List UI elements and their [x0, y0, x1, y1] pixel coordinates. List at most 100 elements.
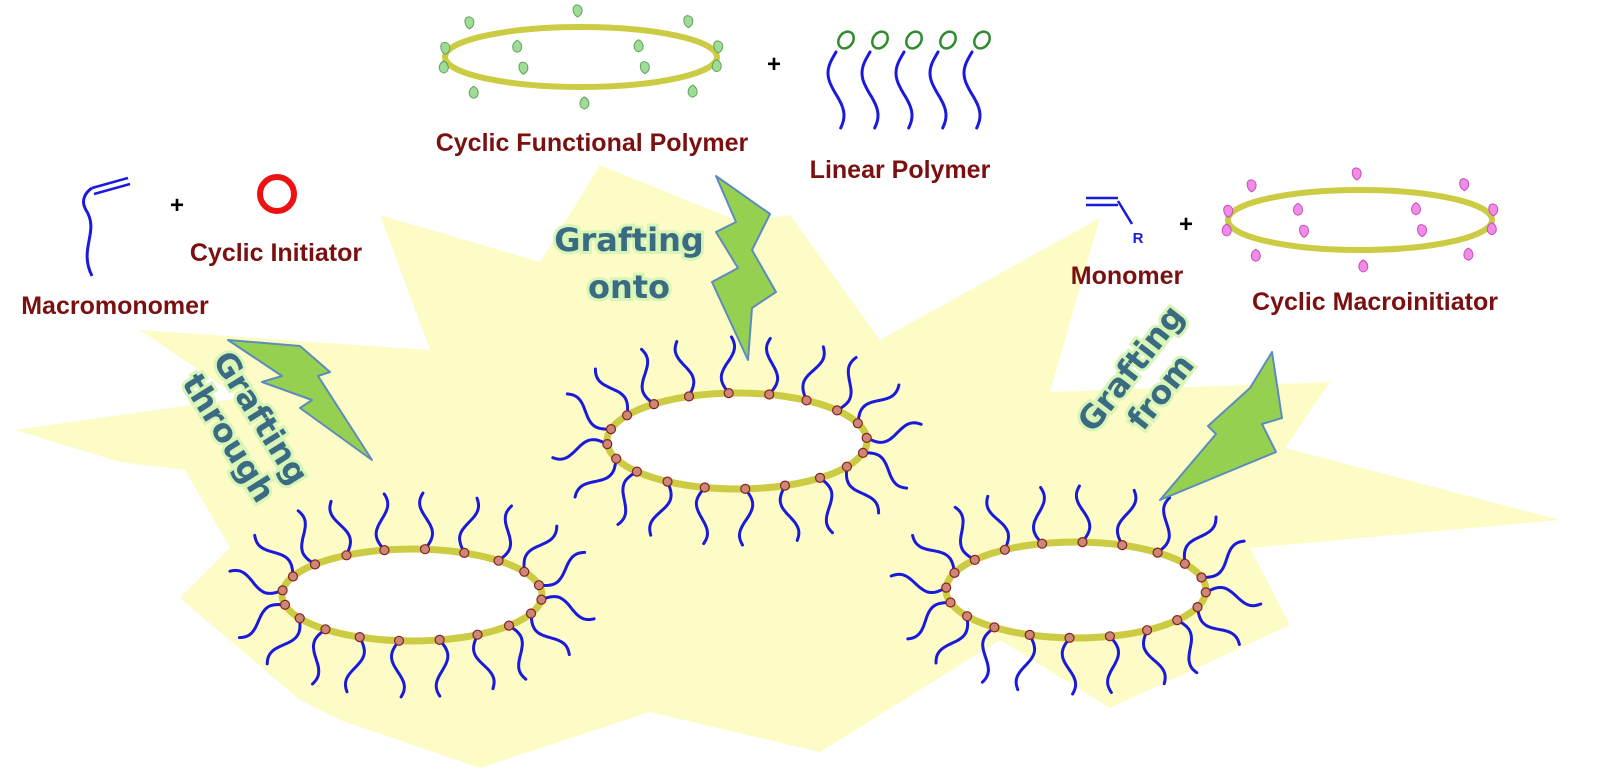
functional-group-drop — [518, 61, 529, 75]
graft-point-bead — [723, 388, 734, 399]
linear-chain-end-group — [837, 30, 855, 50]
graft-point-bead — [999, 544, 1011, 555]
polymer-side-chain — [1074, 484, 1092, 544]
graft-point-bead — [648, 399, 660, 410]
graft-point-bead — [1104, 631, 1116, 642]
graft-point-bead — [1117, 539, 1128, 551]
functional-group-drop — [1463, 247, 1474, 261]
linear-polymer-chain — [928, 30, 957, 130]
graft-point-bead — [1036, 538, 1048, 549]
functional-group-drop — [713, 40, 724, 54]
graft-point-bead — [1152, 547, 1163, 558]
macromonomer-icon — [82, 176, 131, 277]
functional-group-drop — [1459, 178, 1470, 192]
double-bond-icon — [1086, 196, 1134, 225]
polymer-side-chain — [719, 335, 737, 395]
lightning-bolt-icon — [711, 175, 777, 361]
functional-group-drop — [639, 61, 650, 75]
polymer-ring-backbone — [603, 389, 871, 493]
graft-point-bead — [611, 453, 622, 464]
graft-point-bead — [1077, 536, 1088, 548]
graft-point-bead — [801, 395, 812, 406]
functional-group-drop — [711, 59, 722, 73]
graft-point-bead — [393, 635, 405, 646]
graft-point-bead — [961, 611, 973, 622]
functional-group-drop — [1488, 203, 1499, 217]
graft-point-bead — [1192, 601, 1203, 613]
linear-polymer-label: Linear Polymer — [810, 156, 991, 184]
linear-chain-backbone — [826, 50, 846, 130]
polymer-side-chain — [648, 480, 673, 537]
polymer-side-chain — [1141, 628, 1167, 686]
graft-point-bead — [764, 389, 775, 400]
linear-chain-backbone — [928, 50, 948, 130]
red-ring-icon — [257, 174, 297, 214]
lightning-bolt-icon — [1159, 351, 1283, 501]
cyclic-brush-grafting-through — [228, 491, 596, 699]
grafting-onto-text-1: Grafting — [554, 221, 704, 259]
linear-chain-end-group — [973, 30, 991, 50]
functional-group-drop — [572, 4, 583, 18]
polymer-ring-backbone — [942, 538, 1210, 642]
cyclic-macroinitiator-icon — [1221, 167, 1499, 273]
graft-point-bead — [279, 599, 291, 610]
polymer-side-chain — [835, 356, 858, 412]
graft-point-bead — [525, 608, 537, 619]
polymer-side-chain — [1156, 496, 1172, 555]
graft-point-bead — [309, 559, 321, 570]
graft-point-bead — [277, 585, 288, 596]
r-group-label: R — [1133, 230, 1144, 247]
linear-chain-end-group — [905, 30, 923, 50]
polymer-side-chain — [458, 496, 481, 555]
polymer-side-chain — [985, 494, 1011, 552]
polymer-side-chain — [778, 484, 801, 542]
polymer-side-chain — [865, 421, 923, 444]
functional-group-drop — [440, 41, 451, 55]
graft-point-bead — [519, 566, 530, 577]
graft-point-bead — [354, 631, 365, 643]
graft-point-bead — [1196, 572, 1207, 583]
polymer-side-chain — [537, 550, 587, 588]
polymer-side-chain — [593, 367, 630, 417]
polymer-side-chain — [694, 486, 710, 546]
graft-point-bead — [503, 620, 515, 631]
polymer-side-chain — [228, 568, 285, 595]
graft-point-bead — [662, 476, 673, 487]
functional-group-drop — [683, 15, 694, 29]
graft-point-bead — [419, 544, 431, 555]
graft-point-bead — [814, 472, 826, 483]
polymer-side-chain — [856, 383, 901, 425]
polymer-side-chain — [434, 638, 450, 698]
linear-chain-backbone — [860, 50, 880, 130]
polymer-side-chain — [551, 438, 609, 461]
polymer-side-chain — [764, 336, 780, 396]
plus-sign-right: + — [1179, 211, 1193, 238]
graft-point-bead — [536, 594, 547, 605]
graft-point-bead — [1200, 587, 1211, 598]
functional-group-drop — [468, 85, 479, 99]
polymer-side-chain — [1031, 486, 1046, 546]
polymer-side-chain — [497, 504, 513, 563]
graft-point-bead — [605, 424, 617, 435]
graft-point-bead — [472, 629, 483, 640]
graft-point-bead — [1024, 629, 1035, 641]
functional-group-drop — [1351, 167, 1362, 181]
icon-layer — [82, 4, 1499, 501]
polymer-side-chain — [844, 465, 881, 515]
macromonomer-chain — [82, 186, 94, 277]
polymer-side-chain — [818, 476, 834, 535]
polymer-side-chain — [418, 491, 435, 551]
functional-ring-backbone — [442, 24, 720, 90]
polymer-side-chain — [1175, 618, 1199, 675]
graft-point-bead — [602, 439, 613, 450]
polymer-side-chain — [296, 509, 317, 566]
polymer-side-chain — [343, 635, 366, 694]
polymer-side-chain — [889, 572, 948, 594]
graft-point-bead — [831, 405, 843, 416]
graft-point-bead — [621, 410, 633, 421]
graft-point-bead — [949, 567, 960, 579]
functional-group-drop — [1223, 204, 1234, 218]
graft-point-bead — [379, 544, 390, 556]
lightning-bolt-icon — [227, 339, 373, 461]
polymer-side-chain — [539, 595, 596, 622]
